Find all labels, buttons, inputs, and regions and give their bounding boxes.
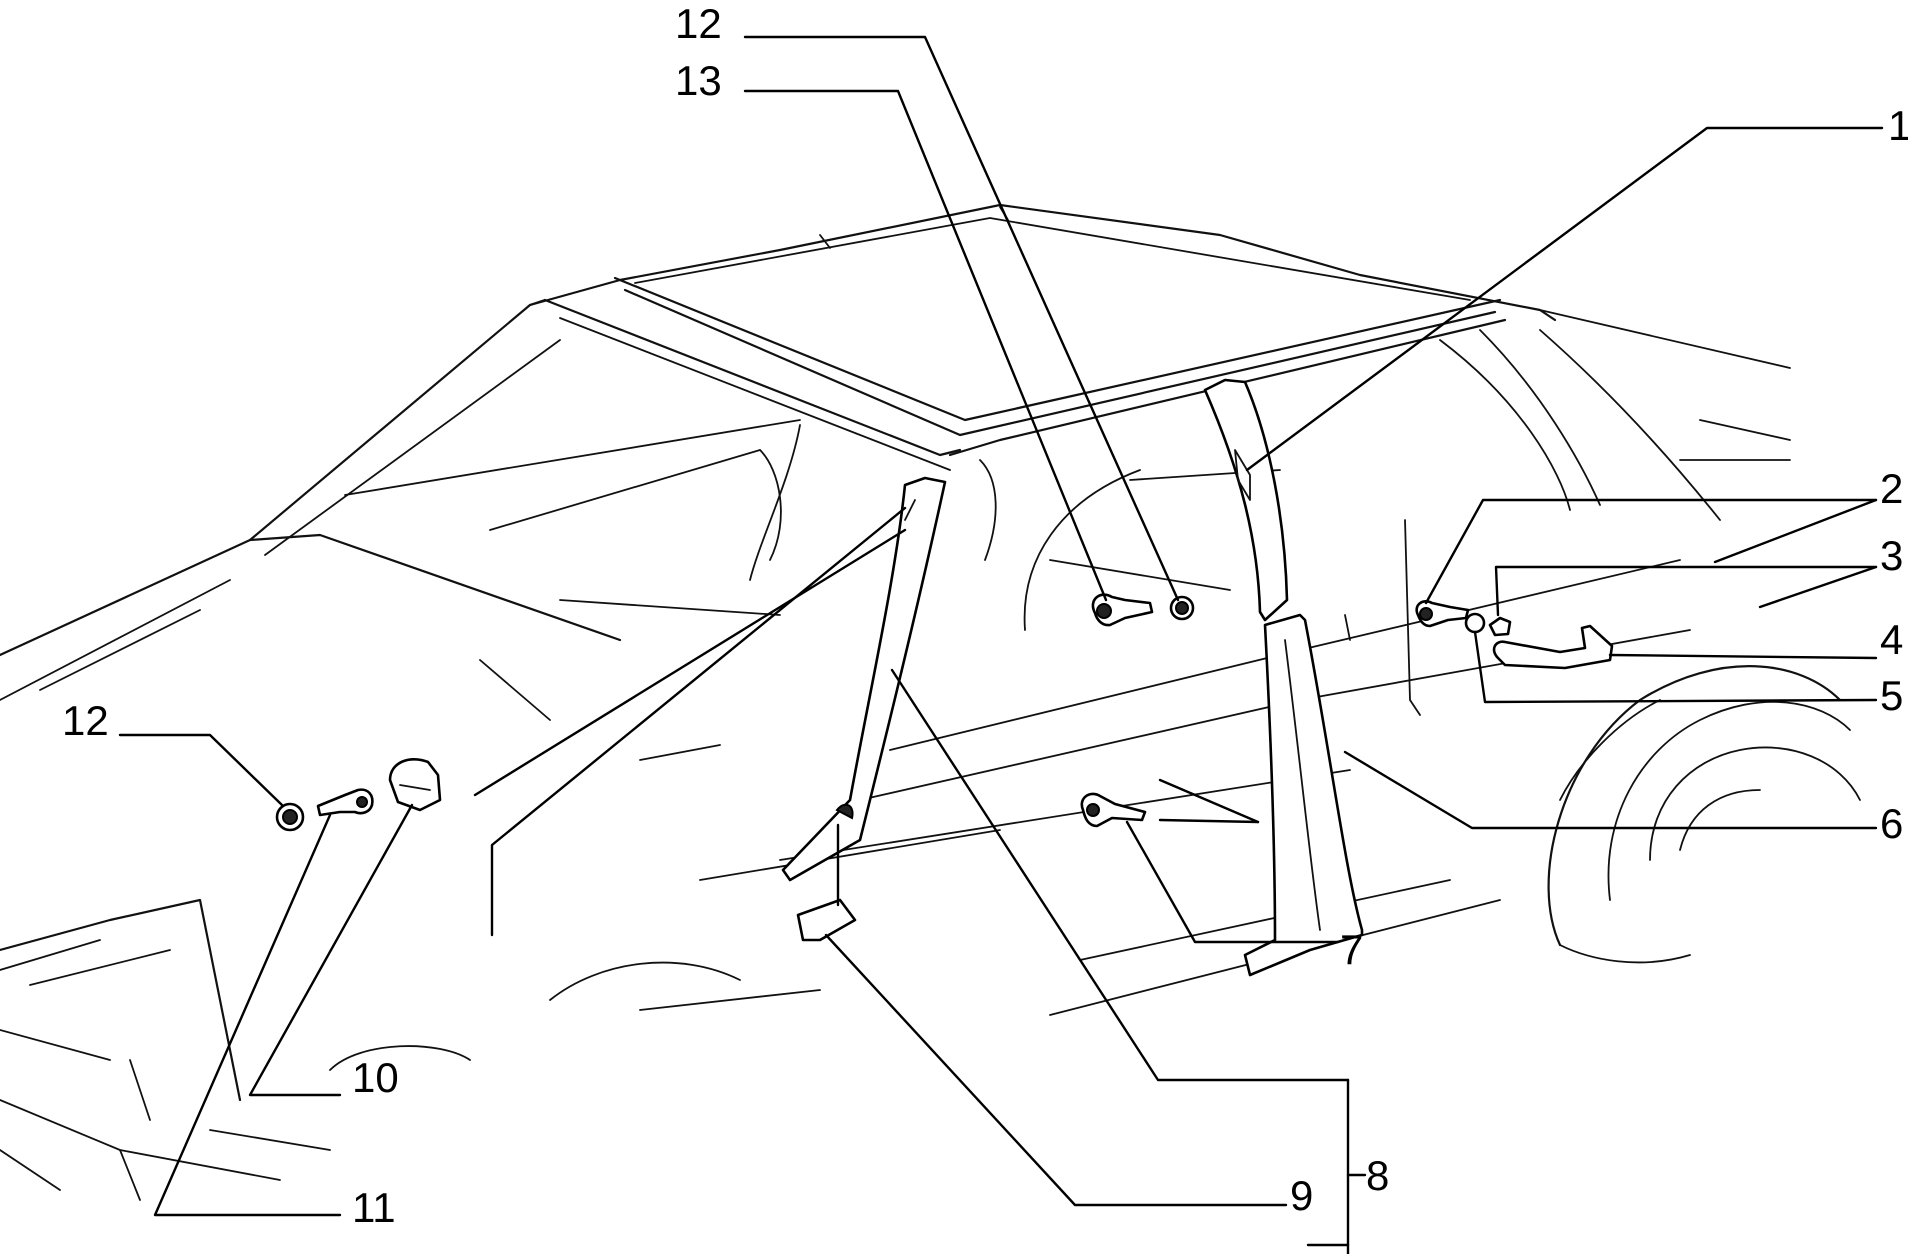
callout-6: 6 (1880, 800, 1903, 847)
part-clip-10 (388, 758, 442, 812)
callout-9: 9 (1290, 1172, 1313, 1219)
callout-1: 1 (1888, 102, 1908, 149)
callout-12-left: 12 (62, 697, 109, 744)
callout-13: 13 (675, 57, 722, 104)
part-screw-7 (1080, 792, 1147, 828)
callout-7: 7 (1340, 926, 1363, 973)
parts-group (275, 378, 1614, 977)
callout-4: 4 (1880, 616, 1903, 663)
callout-8: 8 (1366, 1152, 1389, 1199)
callout-labels: 12 13 1 2 3 4 5 6 7 8 9 10 11 12 (62, 0, 1908, 1231)
callout-12-top: 12 (675, 0, 722, 47)
leader-lines (118, 35, 1884, 1254)
callout-5: 5 (1880, 672, 1903, 719)
part-clip-block (796, 898, 857, 942)
callout-3: 3 (1880, 532, 1903, 579)
part-washer-5 (1464, 612, 1486, 634)
part-screw-11 (316, 788, 374, 817)
callout-2: 2 (1880, 465, 1903, 512)
part-a-pillar-trim (781, 476, 947, 882)
part-b-pillar-upper-trim (1203, 378, 1289, 622)
part-bracket-4 (1492, 624, 1614, 670)
callout-10: 10 (352, 1054, 399, 1101)
callout-11: 11 (352, 1184, 396, 1231)
part-nut-3 (1488, 616, 1512, 637)
